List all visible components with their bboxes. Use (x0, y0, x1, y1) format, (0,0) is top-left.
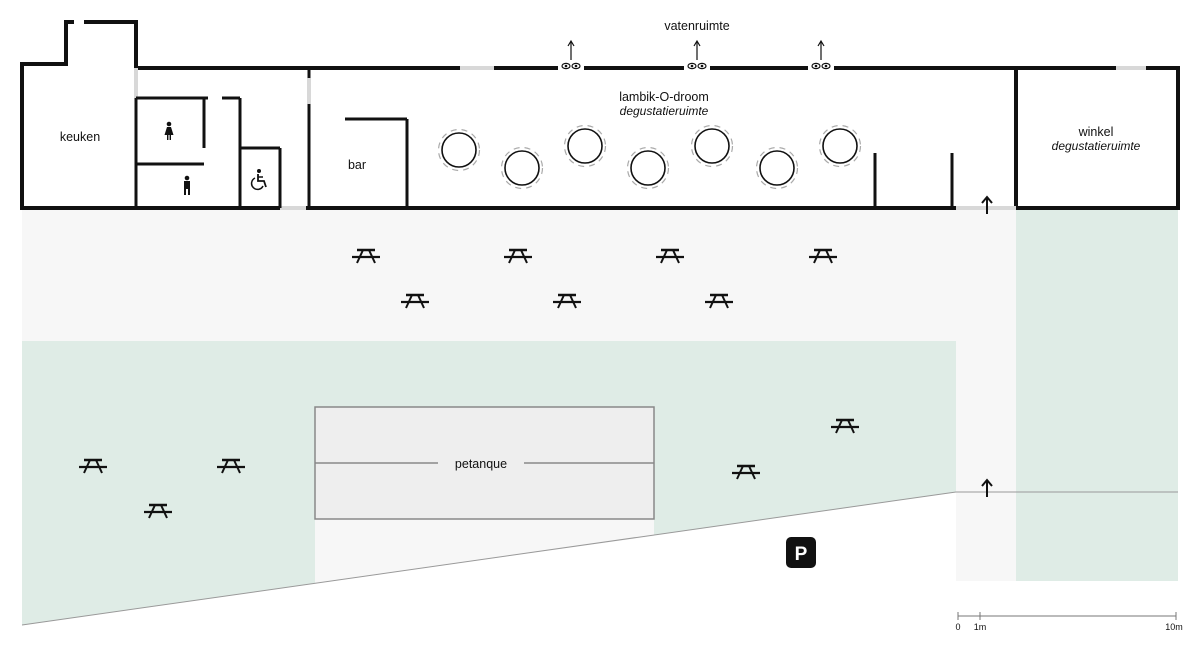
parking-edge (315, 519, 654, 583)
viewing-window-icon (561, 40, 581, 70)
keuken-label: keuken (60, 130, 100, 144)
scale-ten: 10m (1165, 622, 1183, 632)
main-room-subtitle: degustatieruimte (620, 104, 709, 118)
round-table-icon (500, 146, 544, 190)
petanque-label: petanque (455, 457, 507, 471)
round-table-icon (690, 124, 734, 168)
vaten-label: vatenruimte (664, 19, 729, 33)
round-table-icon (755, 146, 799, 190)
female-toilet-icon (164, 121, 174, 140)
wheelchair-icon (250, 169, 267, 191)
lawn-area-right (1016, 210, 1178, 581)
round-table-icon (437, 128, 481, 172)
winkel-subtitle: degustatieruimte (1052, 139, 1141, 153)
main-room-title: lambik-O-droom (619, 90, 709, 104)
parking-letter: P (795, 544, 808, 565)
building-outline (20, 20, 1180, 210)
path-area (956, 210, 1016, 581)
winkel-title: winkel (1078, 125, 1114, 139)
viewing-window-icon (811, 40, 831, 70)
viewing-window-icon (687, 40, 707, 70)
scale-one: 1m (974, 622, 987, 632)
terrace-area (22, 210, 956, 341)
scale-bar: 0 1m 10m (955, 612, 1183, 632)
male-toilet-icon (184, 175, 190, 195)
bar-label: bar (348, 158, 366, 172)
round-table-icon (818, 124, 862, 168)
scale-zero: 0 (955, 622, 960, 632)
round-table-icon (626, 146, 670, 190)
round-table-icon (563, 124, 607, 168)
parking-sign: P (786, 537, 816, 568)
